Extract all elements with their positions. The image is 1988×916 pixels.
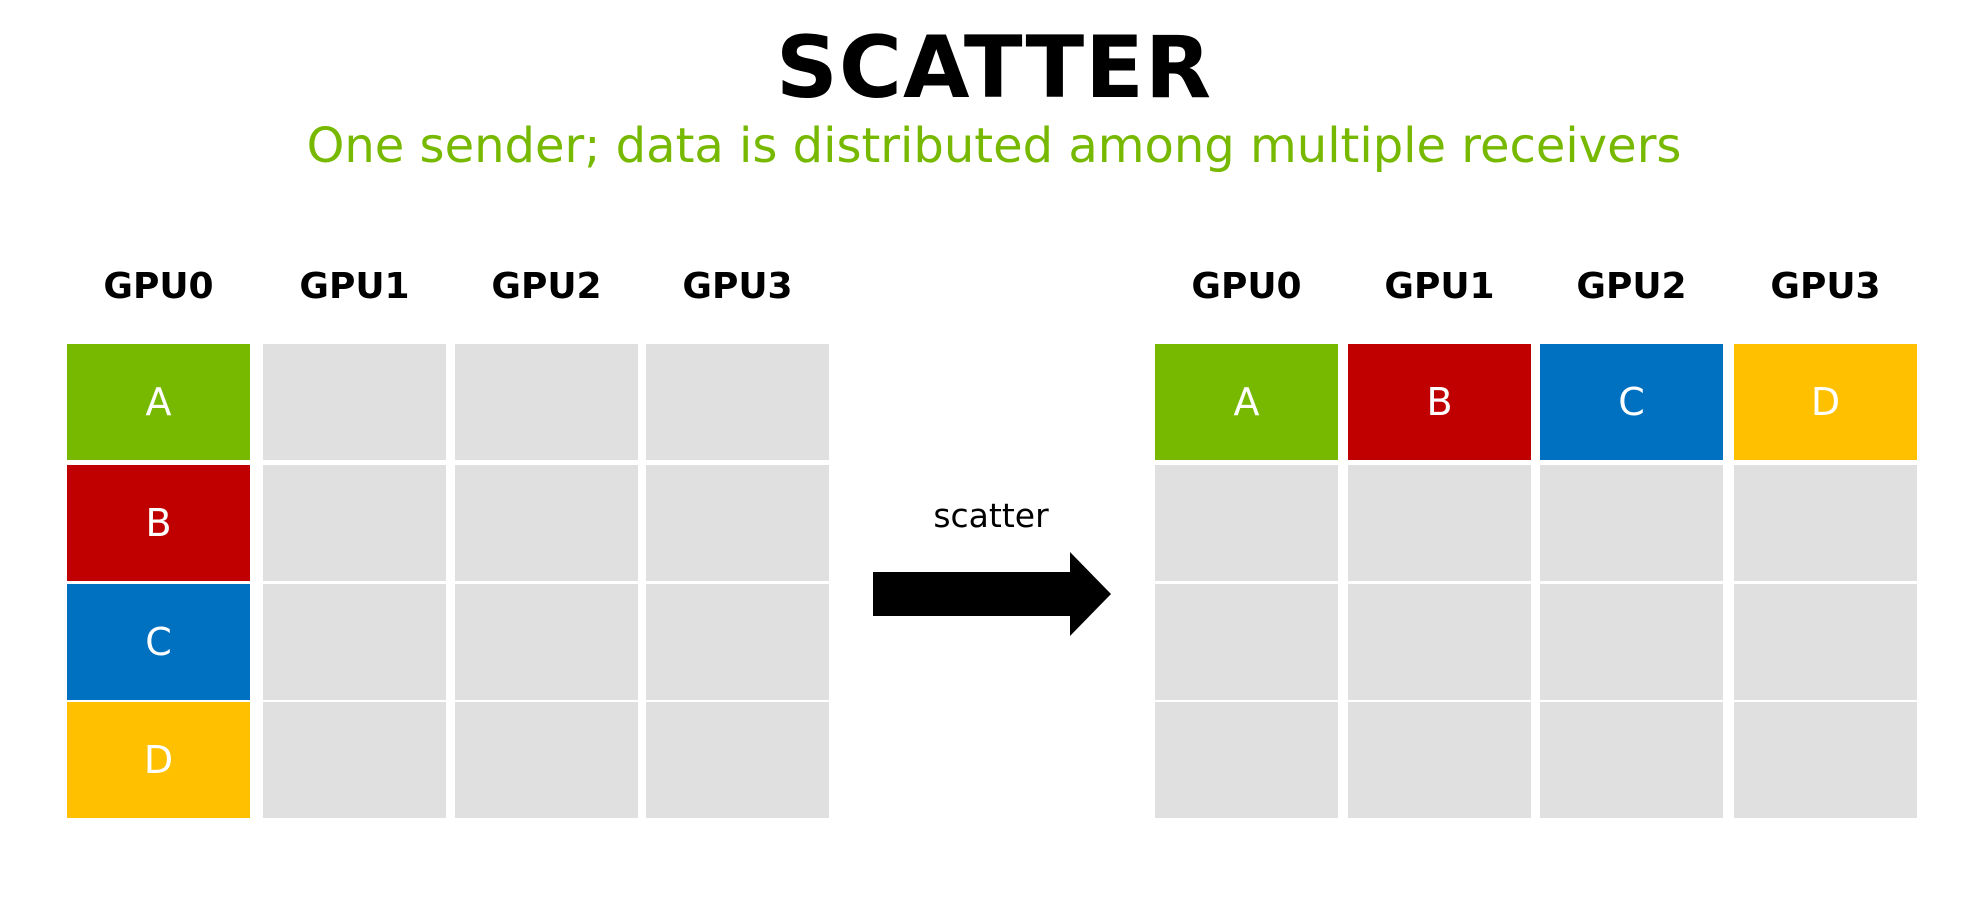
after-cell-gpu0-row1-empty [1155,465,1338,581]
before-cell-gpu1-row2-empty [263,584,446,700]
before-header-gpu0: GPU0 [103,266,214,307]
right-arrow-icon [873,552,1111,636]
after-cell-gpu2-row3-empty [1540,702,1723,818]
before-cell-gpu1-row1-empty [263,465,446,581]
slide-subtitle: One sender; data is distributed among mu… [306,118,1682,174]
after-cell-gpu1-row1-empty [1348,465,1531,581]
after-header-gpu3: GPU3 [1770,266,1881,307]
before-cell-gpu3-row0-empty [646,344,829,460]
after-cell-gpu1-row2-empty [1348,584,1531,700]
before-header-gpu2: GPU2 [491,266,602,307]
before-cell-gpu2-row1-empty [455,465,638,581]
after-header-gpu1: GPU1 [1384,266,1495,307]
before-header-gpu1: GPU1 [299,266,410,307]
before-cell-gpu0-row1-b: B [67,465,250,581]
before-cell-gpu2-row3-empty [455,702,638,818]
before-cell-gpu0-row2-c: C [67,584,250,700]
before-header-gpu3: GPU3 [682,266,793,307]
after-cell-gpu1-row0-b: B [1348,344,1531,460]
before-cell-gpu1-row3-empty [263,702,446,818]
after-cell-gpu3-row0-d: D [1734,344,1917,460]
slide-title: SCATTER [775,18,1213,118]
after-cell-gpu2-row1-empty [1540,465,1723,581]
after-cell-gpu0-row2-empty [1155,584,1338,700]
before-cell-gpu3-row3-empty [646,702,829,818]
after-cell-gpu3-row3-empty [1734,702,1917,818]
after-cell-gpu3-row2-empty [1734,584,1917,700]
before-cell-gpu1-row0-empty [263,344,446,460]
after-cell-gpu2-row2-empty [1540,584,1723,700]
after-header-gpu0: GPU0 [1191,266,1302,307]
before-cell-gpu2-row0-empty [455,344,638,460]
after-cell-gpu2-row0-c: C [1540,344,1723,460]
before-cell-gpu0-row0-a: A [67,344,250,460]
before-cell-gpu0-row3-d: D [67,702,250,818]
after-header-gpu2: GPU2 [1576,266,1687,307]
before-cell-gpu3-row2-empty [646,584,829,700]
after-cell-gpu0-row3-empty [1155,702,1338,818]
after-cell-gpu1-row3-empty [1348,702,1531,818]
before-cell-gpu2-row2-empty [455,584,638,700]
arrow-label: scatter [933,496,1049,535]
before-cell-gpu3-row1-empty [646,465,829,581]
after-cell-gpu0-row0-a: A [1155,344,1338,460]
after-cell-gpu3-row1-empty [1734,465,1917,581]
